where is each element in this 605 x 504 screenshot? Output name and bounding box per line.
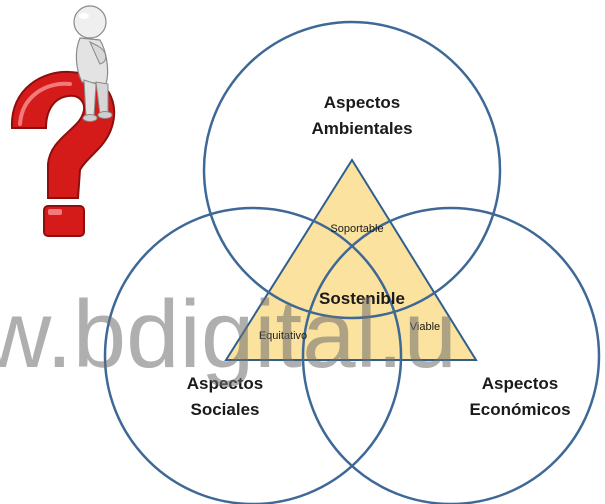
environmental-label-line1: Aspectos	[324, 93, 401, 112]
thinking-figure-icon	[73, 5, 113, 122]
person-sitting-on-question-mark-icon	[10, 5, 116, 237]
triangle-label-equitativo: Equitativo	[259, 330, 307, 342]
environmental-circle	[202, 20, 502, 320]
environmental-label-line2: Ambientales	[311, 119, 412, 138]
triangle-label-sostenible: Sostenible	[319, 289, 405, 308]
triangle-label-soportable: Soportable	[330, 223, 383, 235]
watermark: w.bdigital.u	[0, 281, 457, 388]
economic-circle	[301, 206, 601, 504]
sustainability-triangle	[224, 158, 478, 361]
economic-label-line1: Aspectos	[482, 374, 559, 393]
social-label-line1: Aspectos	[187, 374, 264, 393]
social-label-line2: Sociales	[191, 400, 260, 419]
economic-label-line2: Económicos	[469, 400, 570, 419]
social-circle	[103, 206, 403, 504]
triangle-label-viable: Viable	[410, 321, 440, 333]
